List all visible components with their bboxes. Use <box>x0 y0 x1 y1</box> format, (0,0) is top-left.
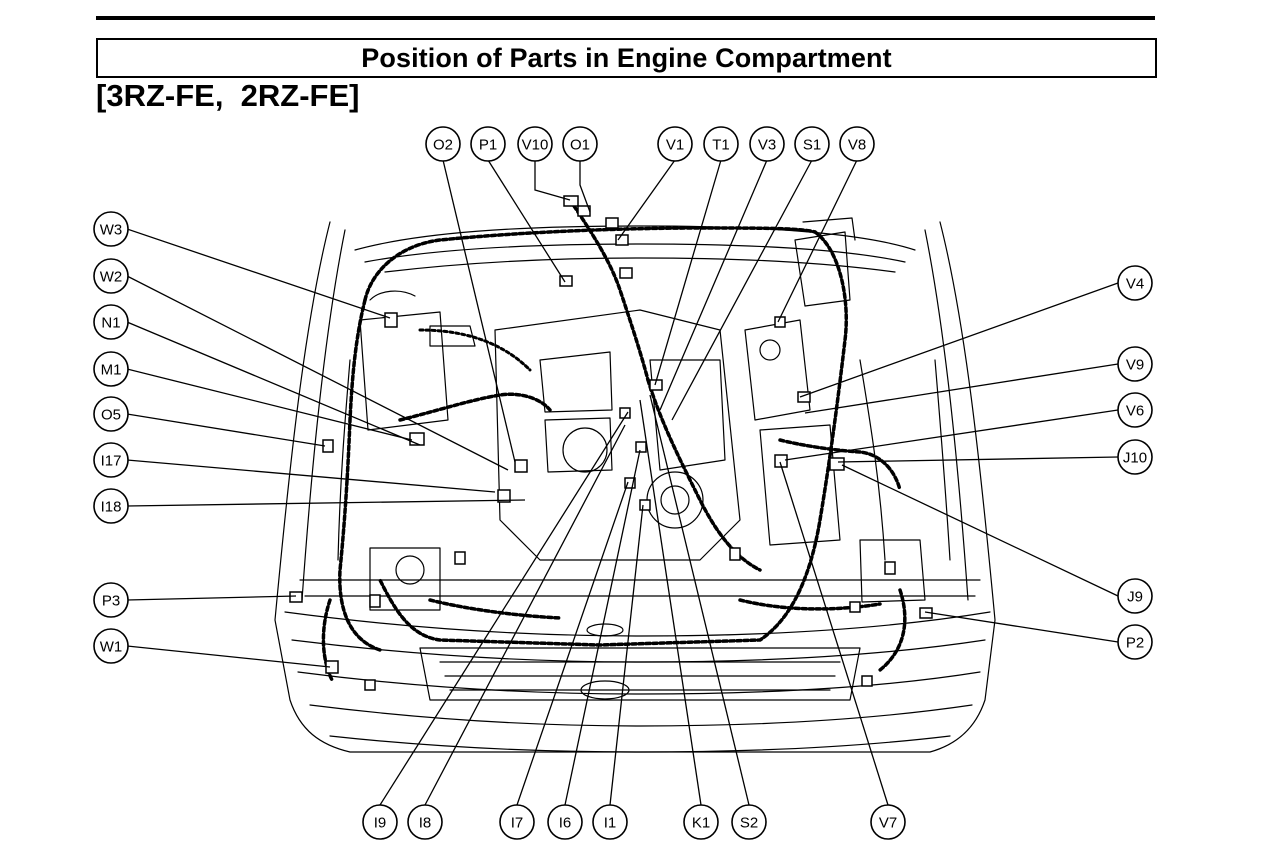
callout-I6: I6 <box>547 804 583 840</box>
leader-lines <box>126 159 1119 806</box>
callout-label: J9 <box>1127 589 1143 606</box>
callout-M1: M1 <box>93 351 129 387</box>
callout-P1: P1 <box>470 126 506 162</box>
callout-N1: N1 <box>93 304 129 340</box>
callout-label: I1 <box>604 815 617 832</box>
callout-I1: I1 <box>592 804 628 840</box>
callout-label: K1 <box>692 815 710 832</box>
callout-V6: V6 <box>1117 392 1153 428</box>
title-box: Position of Parts in Engine Compartment <box>96 38 1157 78</box>
connectors <box>289 195 933 691</box>
callout-V3: V3 <box>749 126 785 162</box>
callout-label: P3 <box>102 593 120 610</box>
callout-label: W3 <box>100 222 123 239</box>
callout-label: V7 <box>879 815 897 832</box>
callout-label: M1 <box>101 362 122 379</box>
callout-label: I17 <box>101 453 122 470</box>
callout-I9: I9 <box>362 804 398 840</box>
callout-label: V6 <box>1126 403 1144 420</box>
callout-J10: J10 <box>1117 439 1153 475</box>
top-rule <box>96 16 1155 20</box>
callout-label: O5 <box>101 407 121 424</box>
callout-J9: J9 <box>1117 578 1153 614</box>
callout-P3: P3 <box>93 582 129 618</box>
callout-V1: V1 <box>657 126 693 162</box>
callout-label: I18 <box>101 499 122 516</box>
callout-label: I7 <box>511 815 524 832</box>
callout-label: V9 <box>1126 357 1144 374</box>
callouts: O2 P1 V10 O1 V1 T1 V3 S1 V8 W3 W2 N1 M1 … <box>93 126 1153 840</box>
callout-label: J10 <box>1123 450 1147 467</box>
callout-label: V1 <box>666 137 684 154</box>
callout-label: T1 <box>712 137 730 154</box>
callout-I7: I7 <box>499 804 535 840</box>
wire-harness <box>321 198 907 682</box>
callout-O1: O1 <box>562 126 598 162</box>
callout-V7: V7 <box>870 804 906 840</box>
callout-W2: W2 <box>93 258 129 294</box>
engine-label: [3RZ-FE, 2RZ-FE] <box>96 78 360 113</box>
callout-label: S1 <box>803 137 821 154</box>
callout-I8: I8 <box>407 804 443 840</box>
callout-V10: V10 <box>517 126 553 162</box>
callout-label: S2 <box>740 815 758 832</box>
callout-V9: V9 <box>1117 346 1153 382</box>
callout-label: O2 <box>433 137 453 154</box>
callout-V8: V8 <box>839 126 875 162</box>
callout-O2: O2 <box>425 126 461 162</box>
callout-O5: O5 <box>93 396 129 432</box>
callout-P2: P2 <box>1117 624 1153 660</box>
callout-label: V8 <box>848 137 866 154</box>
callout-label: P2 <box>1126 635 1144 652</box>
callout-label: I6 <box>559 815 572 832</box>
callout-W1: W1 <box>93 628 129 664</box>
callout-label: W1 <box>100 639 123 656</box>
callout-I17: I17 <box>93 442 129 478</box>
callout-label: O1 <box>570 137 590 154</box>
callout-I18: I18 <box>93 488 129 524</box>
callout-label: N1 <box>101 315 120 332</box>
callout-K1: K1 <box>683 804 719 840</box>
callout-T1: T1 <box>703 126 739 162</box>
callout-label: I9 <box>374 815 387 832</box>
engine-line-art <box>274 217 996 753</box>
callout-V4: V4 <box>1117 265 1153 301</box>
callout-label: I8 <box>419 815 432 832</box>
callout-label: V3 <box>758 137 776 154</box>
callout-label: V10 <box>522 137 549 154</box>
callout-W3: W3 <box>93 211 129 247</box>
callout-label: W2 <box>100 269 123 286</box>
page-title: Position of Parts in Engine Compartment <box>361 42 892 73</box>
callout-S2: S2 <box>731 804 767 840</box>
callout-label: V4 <box>1126 276 1144 293</box>
callout-label: P1 <box>479 137 497 154</box>
callout-S1: S1 <box>794 126 830 162</box>
